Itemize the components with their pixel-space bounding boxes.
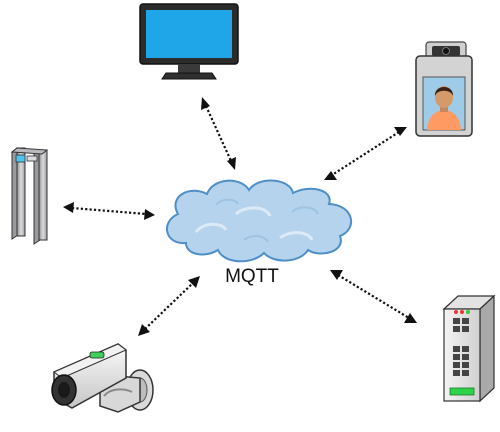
metal-detector-gate-icon xyxy=(10,146,49,245)
connection-server-hub xyxy=(330,270,417,323)
connection-metal-detector-hub xyxy=(63,202,155,220)
connection-monitor-hub xyxy=(201,97,236,170)
hub-label: MQTT xyxy=(225,266,279,287)
monitor-icon xyxy=(139,3,239,80)
cloud-icon xyxy=(166,179,353,263)
connection-face-terminal-hub xyxy=(324,127,407,180)
connection-camera-hub xyxy=(138,276,200,336)
security-camera-icon xyxy=(51,343,154,413)
server-icon xyxy=(442,294,496,403)
face-terminal-icon xyxy=(415,41,473,137)
